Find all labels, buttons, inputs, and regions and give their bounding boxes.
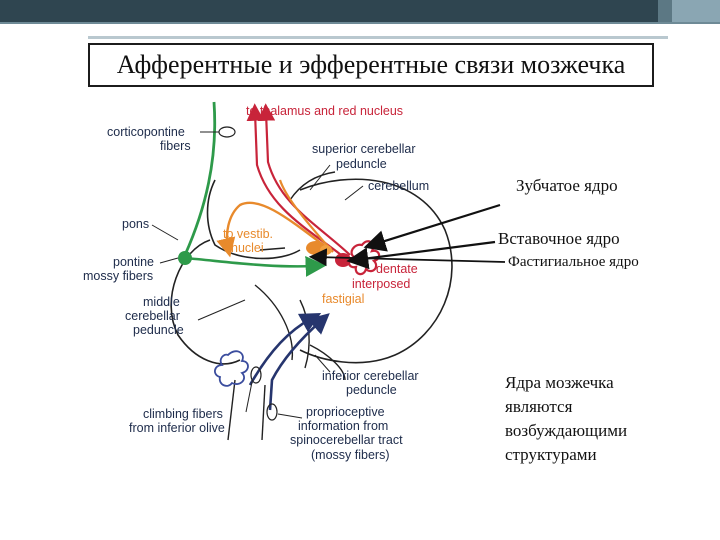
annotation-fastigial: Фастигиальное ядро <box>508 254 639 270</box>
corticopontine-marker <box>218 126 236 138</box>
label-middle-2: cerebellar <box>125 309 180 323</box>
blue-climbing-fibers <box>248 313 322 386</box>
inferior-olive <box>214 350 249 387</box>
note-text-block: Ядра мозжечка являются возбуждающими стр… <box>505 371 705 467</box>
label-corticopontine-1: corticopontine <box>107 125 185 139</box>
label-to-thalamus: to thalamus and red nucleus <box>246 104 403 118</box>
brainstem-line-b <box>261 384 266 441</box>
annotation-dentate: Зубчатое ядро <box>516 176 618 195</box>
label-proprio-1: proprioceptive <box>306 405 385 419</box>
leader-middle <box>197 299 246 321</box>
arrow-fastigial <box>308 248 506 267</box>
brainstem-line-a <box>227 379 236 441</box>
header-thin-line <box>0 22 720 24</box>
label-proprio-3: spinocerebellar tract <box>290 433 403 447</box>
leader-pontine <box>159 257 179 264</box>
label-pontine-1: pontine <box>113 255 154 269</box>
pons-outline <box>206 179 301 260</box>
header-accent-dark <box>658 0 672 22</box>
leader-proprio <box>277 413 303 419</box>
label-superior-1: superior cerebellar <box>312 142 416 156</box>
peduncle-line-a <box>254 284 294 361</box>
label-dentate: dentate <box>376 262 418 276</box>
inferior-line <box>309 344 346 381</box>
blue-mossy-fibers <box>268 313 330 411</box>
note-line: структурами <box>505 445 597 464</box>
label-inferior-2: peduncle <box>346 383 397 397</box>
label-middle-3: peduncle <box>133 323 184 337</box>
label-pontine-2: mossy fibers <box>83 269 153 283</box>
label-to-vestib-2: nuclei <box>231 241 264 255</box>
label-climbing-2: from inferior olive <box>129 421 225 435</box>
label-corticopontine-2: fibers <box>160 139 191 153</box>
label-climbing-1: climbing fibers <box>143 407 223 421</box>
note-line: являются <box>505 397 573 416</box>
slide-header-bar <box>0 0 720 24</box>
fastigial-nucleus-2 <box>320 245 332 255</box>
header-dark-band <box>0 0 720 22</box>
label-proprio-4: (mossy fibers) <box>311 448 389 462</box>
proprio-marker <box>266 403 278 421</box>
slide-title: Афферентные и эфферентные связи мозжечка <box>88 43 654 87</box>
arrow-interposed <box>346 240 496 270</box>
label-interposed: interposed <box>352 277 410 291</box>
leader-cerebellum <box>344 185 364 201</box>
red-pathway-1 <box>246 103 346 259</box>
label-pons: pons <box>122 217 149 231</box>
label-proprio-2: information from <box>298 419 388 433</box>
annotation-interposed: Вставочное ядро <box>498 229 620 248</box>
sup-peduncle-line <box>289 171 336 201</box>
label-to-vestib-1: to vestib. <box>223 227 273 241</box>
label-cerebellum: cerebellum <box>368 179 429 193</box>
peduncle-line-c <box>259 247 286 251</box>
note-line: возбуждающими <box>505 421 628 440</box>
label-superior-2: peduncle <box>336 157 387 171</box>
green-corticopontine <box>183 101 217 256</box>
label-fastigial: fastigial <box>322 292 364 306</box>
title-decor-bar <box>88 36 668 39</box>
climbing-marker <box>250 366 262 384</box>
green-pontine-fibers <box>184 256 327 277</box>
note-line: Ядра мозжечка <box>505 373 614 392</box>
arrow-dentate <box>363 203 501 252</box>
header-accent-light <box>672 0 720 22</box>
leader-superior <box>309 164 331 191</box>
orange-pathway-1 <box>216 201 331 258</box>
orange-pathway-2 <box>278 179 334 253</box>
leader-pons <box>151 224 179 241</box>
cerebellum-outline <box>299 178 453 364</box>
leader-climbing <box>245 381 253 413</box>
label-middle-1: middle <box>143 295 180 309</box>
leader-inferior <box>314 354 331 373</box>
label-inferior-1: inferior cerebellar <box>322 369 419 383</box>
